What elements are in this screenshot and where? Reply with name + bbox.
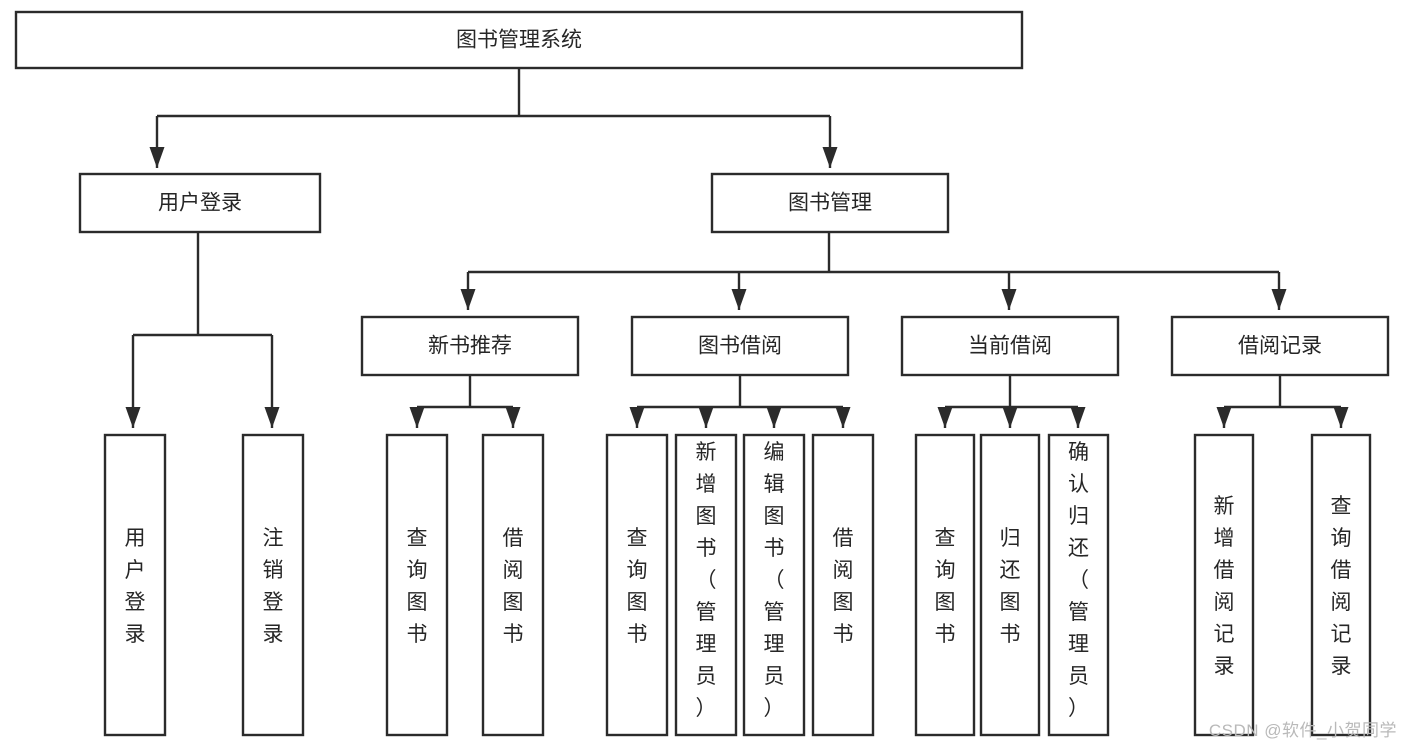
node-borrow-record[interactable]: 借阅记录 — [1170, 315, 1390, 377]
node-box[interactable] — [385, 433, 449, 737]
node-label: 确认归还（管理员） — [1068, 441, 1089, 720]
node-user-login[interactable]: 用户登录 — [78, 172, 322, 234]
node-label: 查询图书 — [407, 527, 428, 646]
node-label: 新增图书（管理员） — [696, 441, 717, 720]
arrow-head-icon — [835, 407, 851, 428]
node-box[interactable] — [14, 10, 1024, 70]
node-leaf-return-book[interactable]: 归还图书 — [979, 433, 1041, 737]
arrow-head-icon — [937, 407, 953, 428]
arrow-head-icon — [505, 407, 521, 428]
node-undefined[interactable]: 图书管理系统 — [14, 10, 1024, 70]
arrow-head-icon — [460, 289, 476, 310]
node-label: 查询借阅记录 — [1331, 495, 1352, 678]
arrow-head-icon — [1333, 407, 1349, 428]
node-leaf-query-book-2[interactable]: 查询图书 — [605, 433, 669, 737]
node-label: 新书推荐 — [428, 335, 512, 358]
node-label: 借阅图书 — [503, 527, 524, 646]
node-box[interactable] — [710, 172, 950, 234]
node-label: 查询图书 — [935, 527, 956, 646]
arrow-head-icon — [1001, 289, 1017, 310]
node-leaf-edit-book[interactable]: 编辑图书（管理员） — [742, 433, 806, 737]
arrow-head-icon — [822, 147, 838, 168]
node-box[interactable] — [914, 433, 976, 737]
node-new-book-recommend[interactable]: 新书推荐 — [360, 315, 580, 377]
node-box[interactable] — [103, 433, 167, 737]
node-leaf-confirm-return[interactable]: 确认归还（管理员） — [1047, 433, 1110, 737]
node-box[interactable] — [1170, 315, 1390, 377]
node-label: 图书借阅 — [698, 335, 782, 358]
node-label: 图书管理系统 — [456, 29, 582, 52]
node-label: 编辑图书（管理员） — [764, 441, 785, 720]
arrow-head-icon — [731, 289, 747, 310]
arrow-head-icon — [698, 407, 714, 428]
node-label: 查询图书 — [627, 527, 648, 646]
node-layer: 图书管理系统用户登录图书管理新书推荐图书借阅当前借阅借阅记录用户登录注销登录查询… — [14, 10, 1390, 737]
node-box[interactable] — [481, 433, 545, 737]
node-label: 借阅图书 — [833, 527, 854, 646]
node-leaf-borrow-book-2[interactable]: 借阅图书 — [811, 433, 875, 737]
arrow-head-icon — [1216, 407, 1232, 428]
node-box[interactable] — [1310, 433, 1372, 737]
node-box[interactable] — [1047, 433, 1110, 737]
arrow-head-icon — [1002, 407, 1018, 428]
node-leaf-query-book-1[interactable]: 查询图书 — [385, 433, 449, 737]
watermark-text: CSDN @软件_小贺同学 — [1208, 721, 1397, 740]
node-label: 注销登录 — [263, 527, 284, 646]
node-box[interactable] — [742, 433, 806, 737]
node-box[interactable] — [605, 433, 669, 737]
node-leaf-query-record[interactable]: 查询借阅记录 — [1310, 433, 1372, 737]
arrow-head-icon — [1070, 407, 1086, 428]
node-label: 归还图书 — [1000, 527, 1021, 646]
node-box[interactable] — [241, 433, 305, 737]
node-leaf-user-login[interactable]: 用户登录 — [103, 433, 167, 737]
node-label: 当前借阅 — [968, 335, 1052, 358]
node-book-manage[interactable]: 图书管理 — [710, 172, 950, 234]
node-leaf-add-record[interactable]: 新增借阅记录 — [1193, 433, 1255, 737]
arrow-head-icon — [125, 407, 141, 428]
node-box[interactable] — [78, 172, 322, 234]
node-label: 新增借阅记录 — [1214, 495, 1235, 678]
arrow-head-icon — [149, 147, 165, 168]
node-current-borrow[interactable]: 当前借阅 — [900, 315, 1120, 377]
node-leaf-borrow-book-1[interactable]: 借阅图书 — [481, 433, 545, 737]
arrow-head-icon — [1271, 289, 1287, 310]
arrow-head-icon — [264, 407, 280, 428]
arrow-head-icon — [409, 407, 425, 428]
node-box[interactable] — [630, 315, 850, 377]
node-book-borrow[interactable]: 图书借阅 — [630, 315, 850, 377]
node-label: 借阅记录 — [1238, 335, 1322, 358]
arrow-head-icon — [766, 407, 782, 428]
node-leaf-add-book[interactable]: 新增图书（管理员） — [674, 433, 738, 737]
node-leaf-logout[interactable]: 注销登录 — [241, 433, 305, 737]
node-label: 用户登录 — [125, 527, 146, 646]
arrow-head-icon — [629, 407, 645, 428]
node-label: 图书管理 — [788, 192, 872, 215]
node-box[interactable] — [1193, 433, 1255, 737]
node-box[interactable] — [979, 433, 1041, 737]
node-leaf-query-book-3[interactable]: 查询图书 — [914, 433, 976, 737]
node-box[interactable] — [811, 433, 875, 737]
connector-layer — [125, 68, 1349, 428]
node-box[interactable] — [674, 433, 738, 737]
node-label: 用户登录 — [158, 192, 242, 215]
node-box[interactable] — [360, 315, 580, 377]
node-box[interactable] — [900, 315, 1120, 377]
